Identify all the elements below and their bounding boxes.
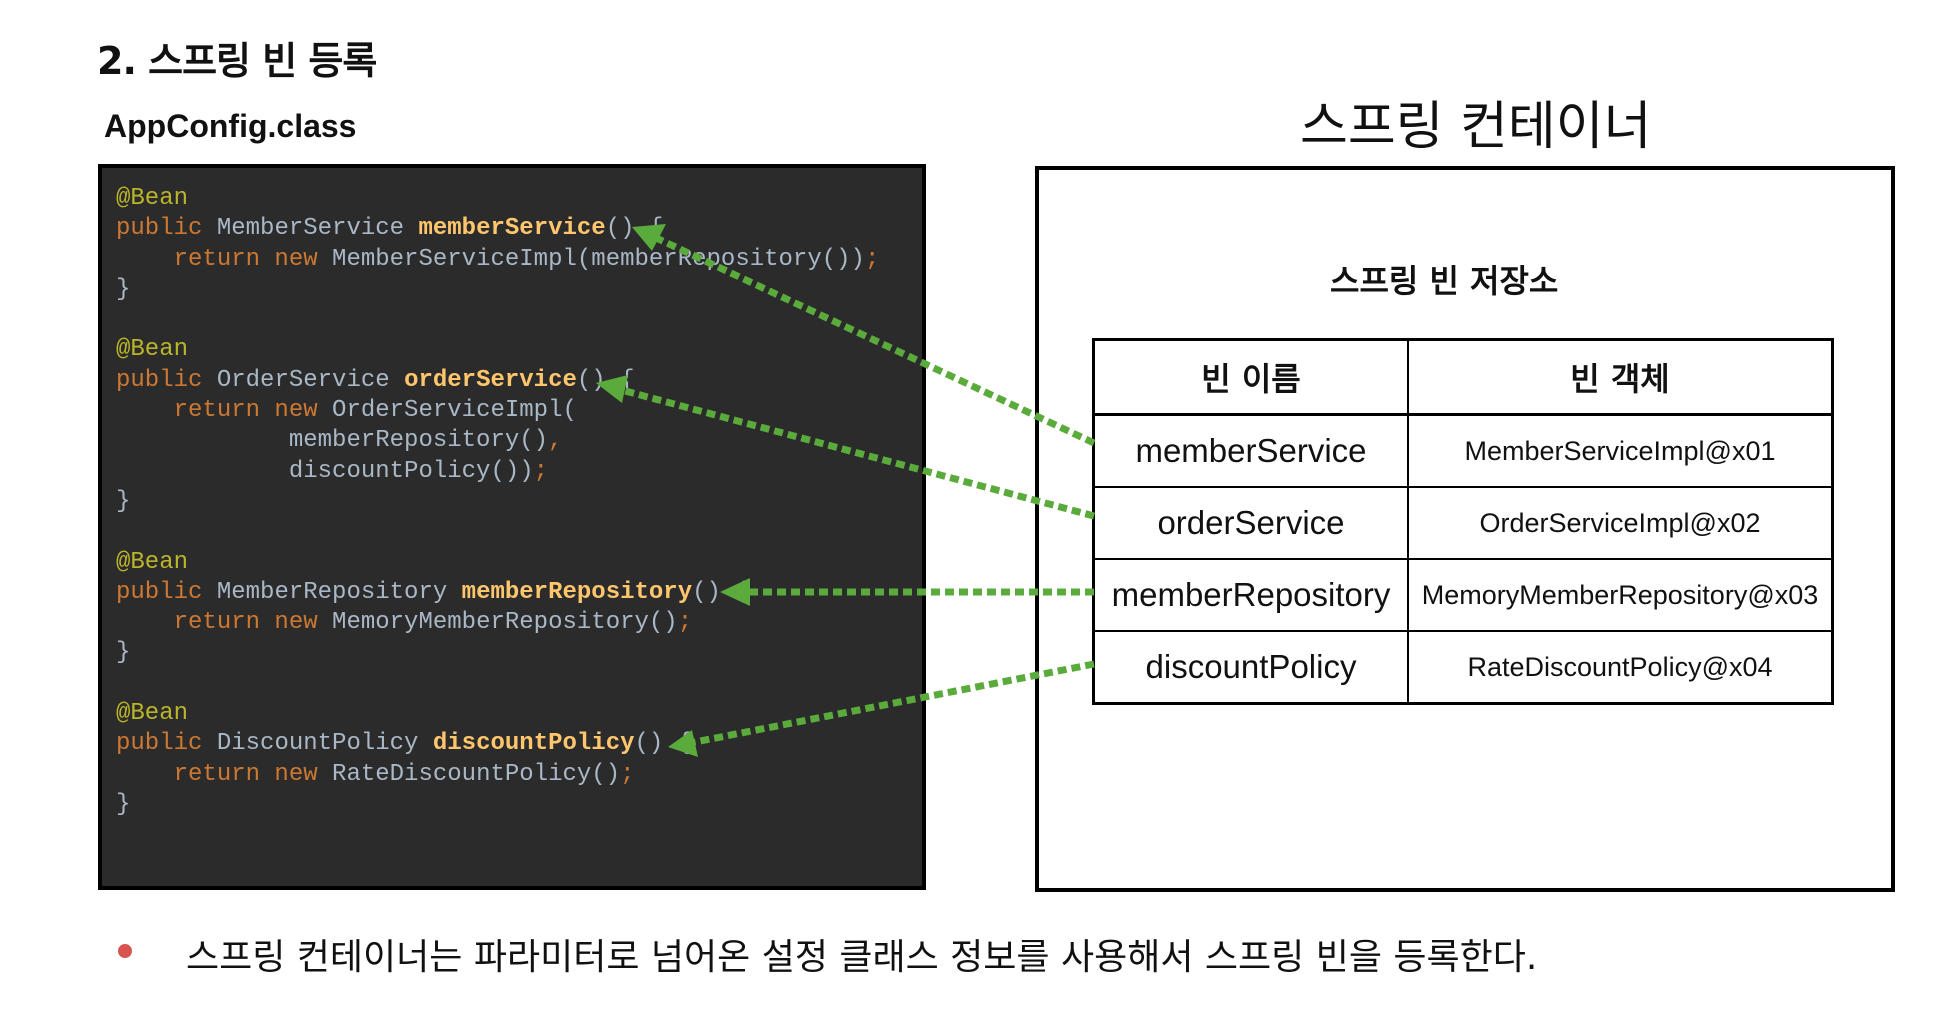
code-token: DiscountPolicy	[216, 730, 433, 758]
code-line: }	[116, 487, 879, 517]
code-line: @Bean	[116, 184, 879, 214]
bean-store-table: 빈 이름 빈 객체 memberService MemberServiceImp…	[1092, 338, 1834, 705]
code-token: return new	[116, 245, 333, 273]
code-line: public OrderService orderService() {	[116, 366, 879, 396]
code-token: @Bean	[116, 336, 189, 364]
code-token: return new	[116, 397, 333, 425]
code-token: () {	[692, 578, 750, 606]
code-line: return new RateDiscountPolicy();	[116, 760, 879, 790]
code-line: public MemberRepository memberRepository…	[116, 578, 879, 608]
column-header-bean-object: 빈 객체	[1407, 338, 1834, 416]
code-token: MemberServiceImpl(memberRepository())	[332, 245, 865, 273]
code-line: }	[116, 790, 879, 820]
column-header-bean-name: 빈 이름	[1092, 338, 1409, 416]
code-token: () {	[634, 730, 693, 758]
code-token: ;	[677, 609, 693, 637]
container-title: 스프링 컨테이너	[1300, 97, 1652, 157]
code-line	[116, 305, 879, 335]
code-token: ;	[533, 457, 549, 485]
code-token: memberRepository()	[116, 427, 549, 455]
code-token: public	[116, 215, 217, 243]
code-token: @Bean	[116, 185, 189, 212]
bullet-text: 스프링 컨테이너는 파라미터로 넘어온 설정 클래스 정보를 사용해서 스프링 …	[186, 937, 1538, 978]
code-token: }	[116, 487, 131, 515]
code-line: }	[116, 638, 879, 668]
bean-name-cell: memberService	[1092, 413, 1409, 488]
code-token: public	[116, 578, 217, 606]
code-line: public MemberService memberService() {	[116, 214, 879, 244]
table-row: discountPolicy RateDiscountPolicy@x04	[1092, 630, 1834, 705]
code-token: public	[116, 366, 217, 394]
code-token: discountPolicy	[432, 730, 635, 758]
code-line: return new MemberServiceImpl(memberRepos…	[116, 245, 880, 275]
section-title: 2. 스프링 빈 등록	[97, 39, 377, 83]
bean-object-cell: OrderServiceImpl@x02	[1407, 486, 1834, 560]
code-line: return new OrderServiceImpl(	[116, 396, 879, 426]
bean-object-cell: RateDiscountPolicy@x04	[1407, 630, 1834, 705]
code-line: memberRepository(),	[116, 426, 879, 456]
code-token: @Bean	[116, 548, 189, 576]
code-token: }	[116, 275, 131, 303]
table-header-row: 빈 이름 빈 객체	[1092, 338, 1834, 416]
code-token: () {	[576, 366, 635, 394]
code-token: () {	[605, 215, 664, 243]
code-token: return new	[116, 760, 333, 788]
code-token: MemberService	[216, 215, 419, 243]
code-token: }	[116, 639, 131, 667]
code-token: OrderService	[216, 366, 405, 394]
code-token: }	[116, 790, 131, 818]
code-line: return new MemoryMemberRepository();	[116, 608, 879, 638]
code-token: OrderServiceImpl(	[332, 397, 577, 425]
code-token: MemoryMemberRepository()	[332, 609, 678, 637]
code-token: ;	[620, 760, 635, 788]
code-token: orderService	[404, 366, 577, 394]
code-title: AppConfig.class	[104, 108, 357, 144]
code-token: memberRepository	[461, 578, 693, 606]
bean-object-cell: MemoryMemberRepository@x03	[1407, 558, 1834, 632]
code-line: @Bean	[116, 335, 879, 365]
bean-name-cell: orderService	[1092, 486, 1409, 560]
code-token: return new	[116, 609, 333, 637]
table-row: memberService MemberServiceImpl@x01	[1092, 413, 1834, 488]
bean-object-cell: MemberServiceImpl@x01	[1407, 413, 1834, 488]
bean-store-title: 스프링 빈 저장소	[1330, 262, 1559, 300]
code-line: discountPolicy());	[116, 457, 879, 487]
bullet-dot	[118, 944, 132, 958]
code-token: RateDiscountPolicy()	[332, 760, 621, 788]
bean-name-cell: memberRepository	[1092, 558, 1409, 632]
code-line: @Bean	[116, 699, 879, 729]
code-line: public DiscountPolicy discountPolicy() {	[116, 729, 879, 759]
table-row: memberRepository MemoryMemberRepository@…	[1092, 558, 1834, 632]
code-token: @Bean	[116, 700, 189, 728]
code-line: @Bean	[116, 548, 879, 578]
code-token: discountPolicy())	[116, 457, 534, 485]
code-token: ,	[548, 427, 563, 455]
code-line: }	[116, 275, 879, 305]
bean-name-cell: discountPolicy	[1092, 630, 1409, 705]
code-line	[116, 517, 879, 547]
code-token: ;	[864, 245, 880, 273]
code-token: public	[116, 730, 217, 758]
table-row: orderService OrderServiceImpl@x02	[1092, 486, 1834, 560]
code-line	[116, 669, 879, 699]
code-token: memberService	[418, 215, 606, 243]
code-token: MemberRepository	[216, 578, 462, 606]
